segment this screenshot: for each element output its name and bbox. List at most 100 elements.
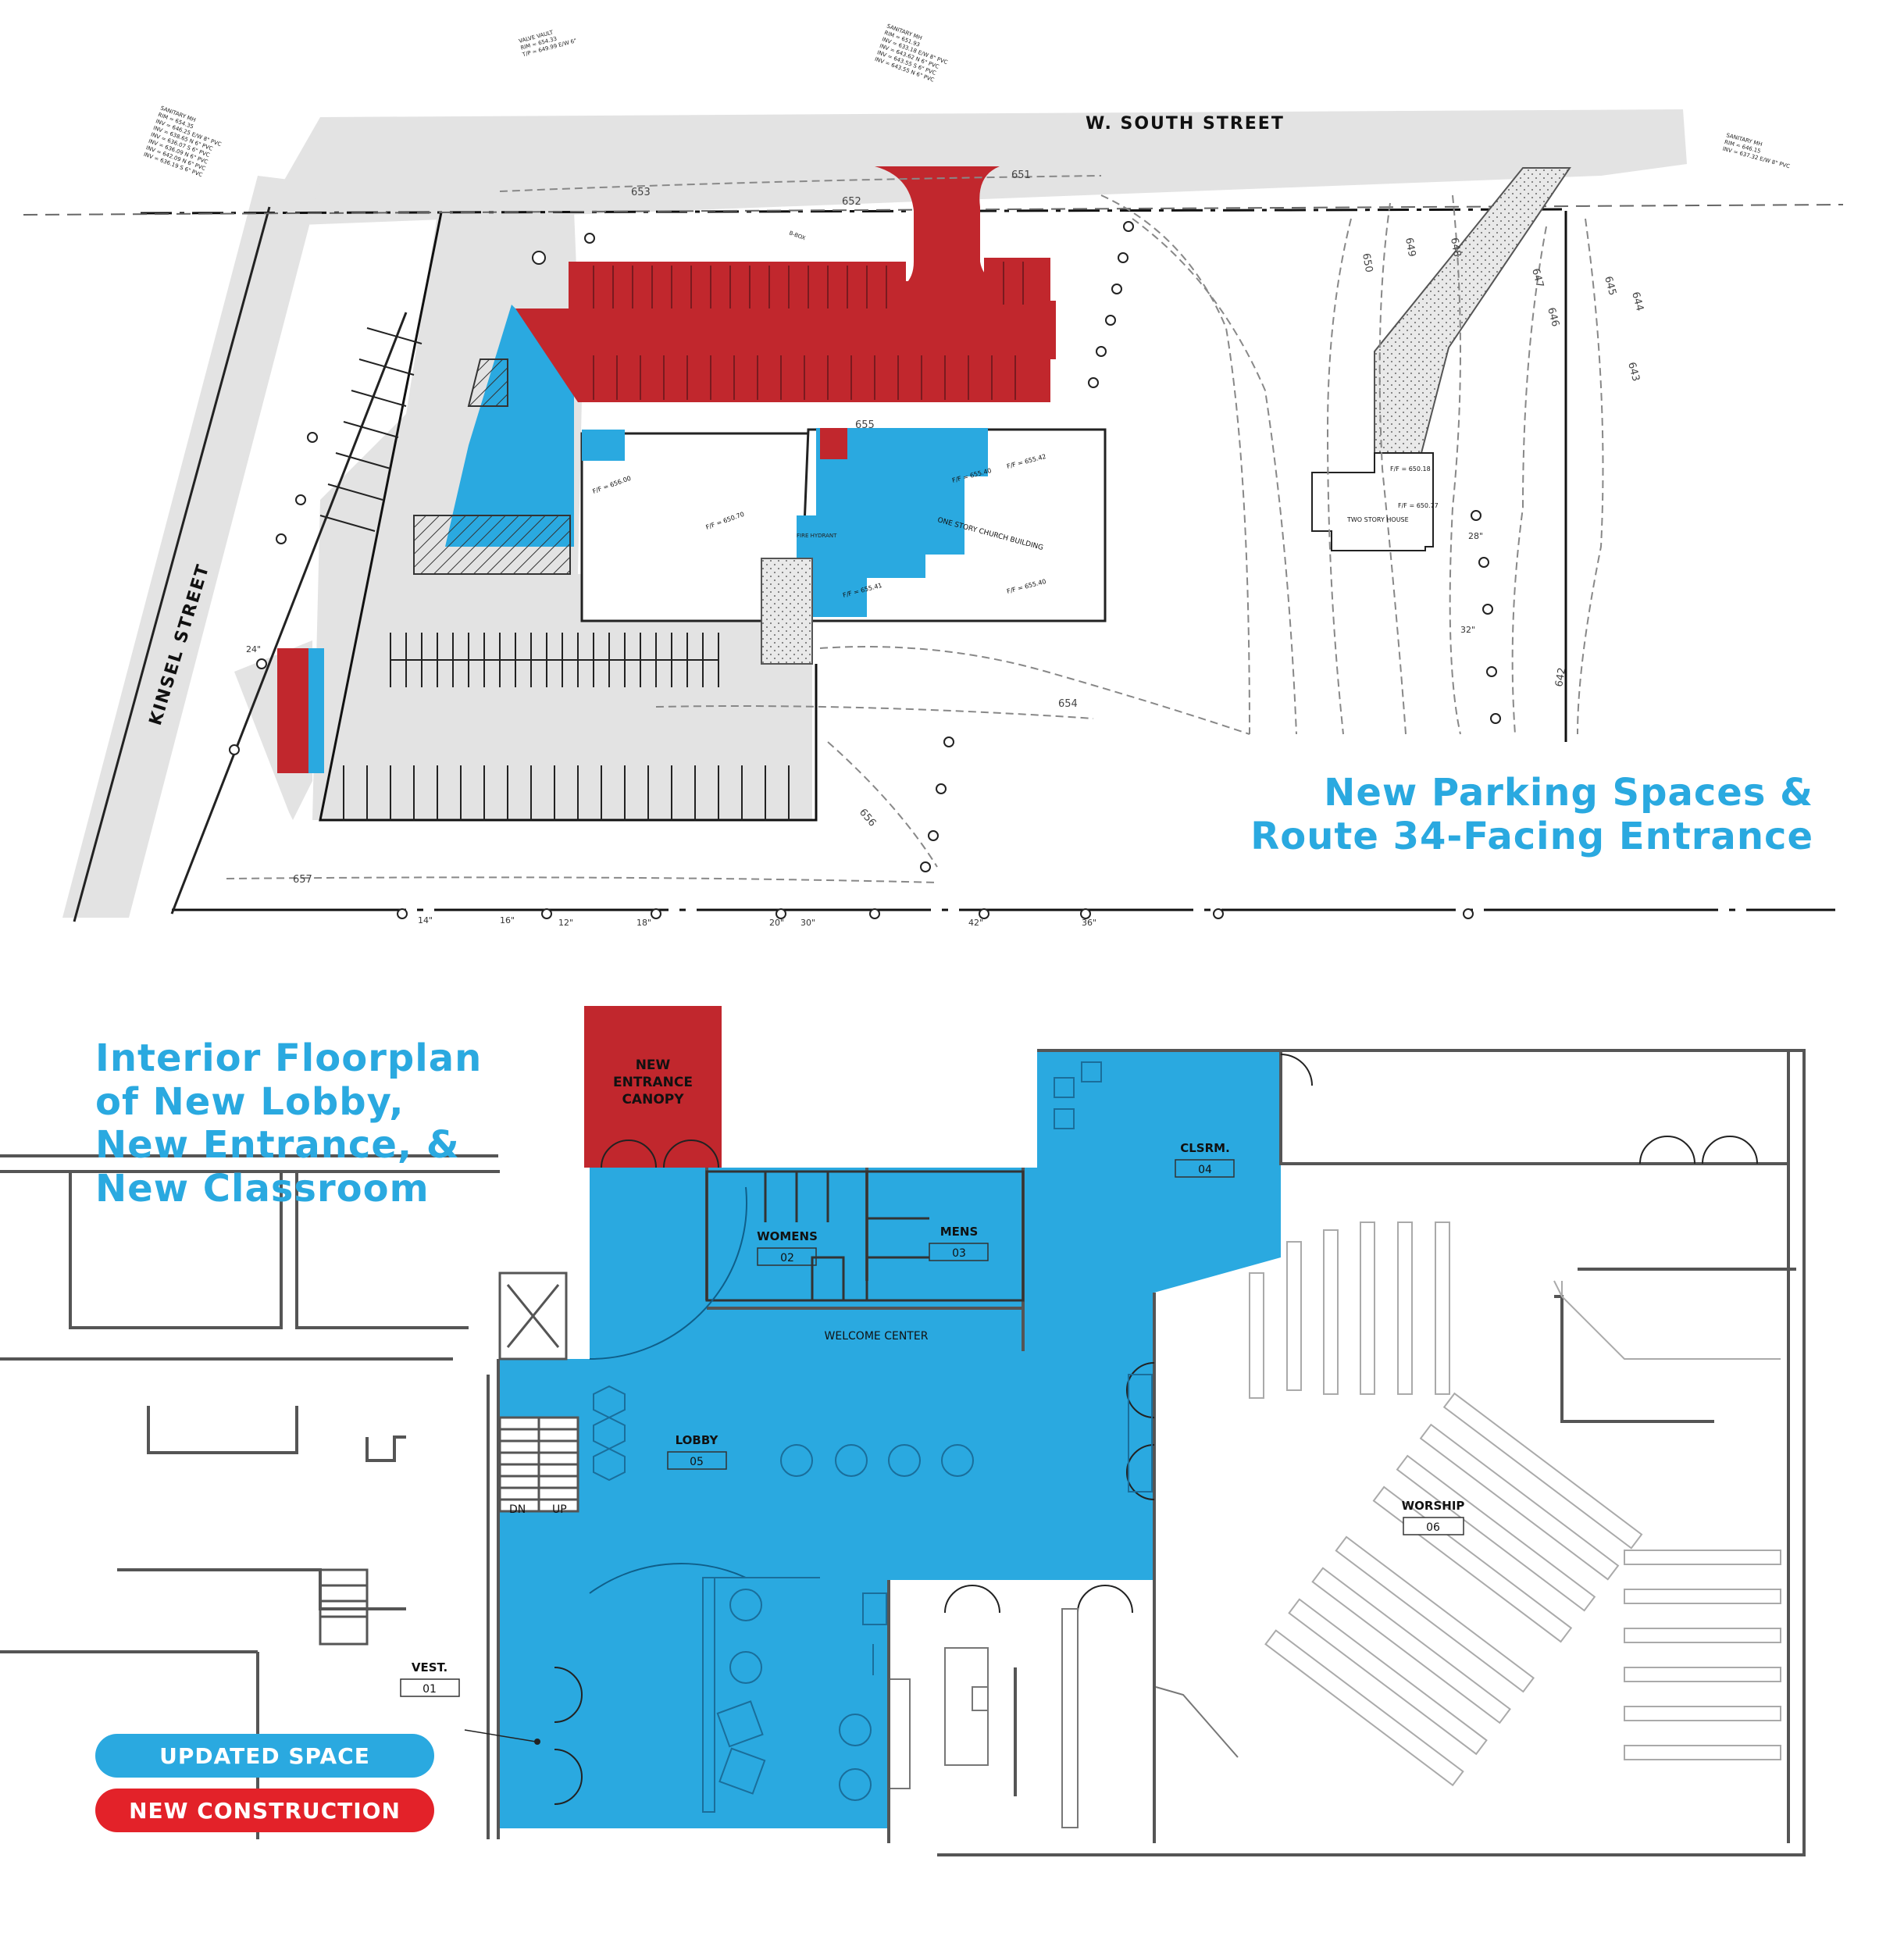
room-labels: VEST. 01 WOMENS 02 MENS 03 CLSRM. 04 LOB… bbox=[400, 1141, 1465, 1697]
elevation-label: F/F = 650.77 bbox=[1398, 502, 1439, 509]
room-name: WOMENS bbox=[757, 1229, 818, 1243]
utility-callout-sanitary-north: SANITARY MH RIM = 651.93 INV = 633.18 E/… bbox=[874, 23, 949, 83]
room-name: MENS bbox=[940, 1225, 979, 1239]
contour-lines bbox=[226, 175, 1604, 883]
contour-label: 650 bbox=[1360, 252, 1375, 273]
room-name: VEST. bbox=[412, 1660, 447, 1674]
updated-parking-west bbox=[445, 305, 574, 547]
site-plan: W. SOUTH STREET KINSEL STREET ONE STORY … bbox=[23, 23, 1844, 928]
heading-line: New Parking Spaces & bbox=[1324, 771, 1813, 815]
tree-size-label: 18" bbox=[636, 918, 651, 928]
updated-sidewalk bbox=[582, 430, 625, 461]
heading-line: Route 34-Facing Entrance bbox=[1250, 814, 1813, 858]
room-label-lobby: LOBBY 05 bbox=[667, 1433, 727, 1470]
vestibule-marker bbox=[534, 1739, 540, 1745]
room-label-vestibule: VEST. 01 bbox=[400, 1660, 460, 1697]
new-entrance-drive bbox=[875, 166, 1000, 285]
tree-size-label: 42" bbox=[968, 918, 983, 928]
tree-size-label: 32" bbox=[1460, 625, 1475, 635]
room-number: 02 bbox=[780, 1252, 794, 1264]
room-number: 01 bbox=[423, 1683, 437, 1696]
b-box-label: B-BOX bbox=[788, 230, 806, 241]
updated-parking-stall-blue bbox=[308, 648, 324, 773]
room-name: CLSRM. bbox=[1180, 1141, 1230, 1155]
floor-plan: NEW ENTRANCE CANOPY bbox=[0, 1006, 1806, 1856]
stair-down-label: DN bbox=[509, 1503, 526, 1516]
tree-size-label: 30" bbox=[800, 918, 815, 928]
floor-plan-heading: Interior Floorplan of New Lobby, New Ent… bbox=[95, 1036, 483, 1211]
elevation-label: F/F = 650.18 bbox=[1390, 465, 1431, 473]
new-parking-stall-red bbox=[277, 648, 308, 773]
utility-callout-sanitary-west: SANITARY MH RIM = 654.35 INV = 646.25 E/… bbox=[143, 105, 223, 178]
contour-label: 647 bbox=[1529, 267, 1546, 289]
worship-pews bbox=[1249, 1221, 1781, 1787]
updated-space-floor bbox=[498, 1050, 1281, 1828]
contour-label: 646 bbox=[1545, 306, 1561, 328]
contour-label: 651 bbox=[1011, 169, 1031, 181]
tree-size-labels: 14" 16" 12" 18" 20" 30" 42" 36" 24" 32" … bbox=[246, 531, 1483, 928]
contour-label: 644 bbox=[1629, 291, 1645, 312]
room-label-worship: WORSHIP 06 bbox=[1402, 1499, 1465, 1535]
pew-rows-horizontal bbox=[1624, 1550, 1781, 1760]
room-number: 05 bbox=[690, 1456, 704, 1468]
stair-up-label: UP bbox=[552, 1503, 567, 1516]
hatched-island-south bbox=[413, 515, 571, 575]
room-number: 03 bbox=[952, 1247, 966, 1260]
tree-size-label: 28" bbox=[1468, 531, 1483, 541]
street-label-south: W. SOUTH STREET bbox=[1086, 114, 1285, 134]
new-entrance-canopy-site bbox=[820, 428, 847, 459]
main-lot-stall-stripes bbox=[319, 327, 790, 820]
tree-size-label: 24" bbox=[246, 644, 261, 654]
updated-lobby-footprint bbox=[797, 428, 988, 617]
house-label: TWO STORY HOUSE bbox=[1346, 516, 1409, 523]
lobby-interior bbox=[593, 1374, 1153, 1813]
canopy-label-line: NEW bbox=[636, 1057, 671, 1073]
contour-label: 655 bbox=[855, 419, 875, 431]
room-number: 04 bbox=[1198, 1164, 1212, 1176]
heading-line: Interior Floorplan bbox=[95, 1036, 483, 1080]
tree-size-label: 36" bbox=[1082, 918, 1096, 928]
heading-line: New Classroom bbox=[95, 1167, 430, 1211]
contour-label: 654 bbox=[1058, 698, 1078, 710]
room-label-womens: WOMENS 02 bbox=[757, 1229, 818, 1266]
pew-column bbox=[1249, 1221, 1450, 1399]
tree-size-label: 14" bbox=[418, 915, 433, 925]
kitchen-area bbox=[890, 1608, 1239, 1828]
tree-symbols bbox=[229, 221, 1501, 919]
heading-line: New Entrance, & bbox=[95, 1123, 460, 1168]
canopy-label-line: ENTRANCE bbox=[613, 1075, 693, 1090]
contour-label: 642 bbox=[1553, 667, 1568, 688]
kinsel-street-pavement bbox=[62, 176, 320, 918]
tree-size-label: 20" bbox=[769, 918, 784, 928]
legend-updated-space: UPDATED SPACE bbox=[95, 1734, 434, 1778]
room-name: LOBBY bbox=[676, 1433, 719, 1447]
site-plan-heading: New Parking Spaces & Route 34-Facing Ent… bbox=[1250, 771, 1813, 858]
room-name: WORSHIP bbox=[1402, 1499, 1465, 1513]
hatched-island-north bbox=[467, 358, 508, 407]
heading-line: of New Lobby, bbox=[95, 1079, 405, 1124]
vestibule-leader bbox=[464, 1729, 537, 1742]
two-story-house bbox=[1311, 452, 1434, 551]
building-walls bbox=[0, 1049, 1806, 1856]
canopy-label-line: CANOPY bbox=[622, 1092, 684, 1107]
contour-label: 653 bbox=[631, 187, 651, 198]
street-edge-kinsel-west bbox=[73, 206, 271, 922]
contour-label: 652 bbox=[842, 196, 861, 208]
contour-label: 645 bbox=[1602, 275, 1618, 297]
welcome-center-label: WELCOME CENTER bbox=[825, 1330, 929, 1343]
contour-labels: 653 652 651 655 650 649 648 647 646 645 … bbox=[293, 169, 1645, 886]
contour-label: 648 bbox=[1448, 237, 1463, 258]
stippled-plaza bbox=[761, 558, 813, 665]
restroom-cores bbox=[705, 1170, 1025, 1302]
room-label-mens: MENS 03 bbox=[929, 1225, 989, 1261]
room-label-classroom: CLSRM. 04 bbox=[1175, 1141, 1235, 1178]
fire-hydrant-label: FIRE HYDRANT bbox=[797, 533, 837, 539]
room-number: 06 bbox=[1426, 1521, 1440, 1534]
canopy-label: NEW ENTRANCE CANOPY bbox=[613, 1057, 693, 1107]
classroom-furniture bbox=[1054, 1061, 1102, 1129]
contour-label: 657 bbox=[293, 874, 312, 886]
contour-label: 643 bbox=[1625, 361, 1642, 383]
contour-label: 656 bbox=[857, 807, 878, 829]
contour-label: 649 bbox=[1403, 237, 1417, 258]
